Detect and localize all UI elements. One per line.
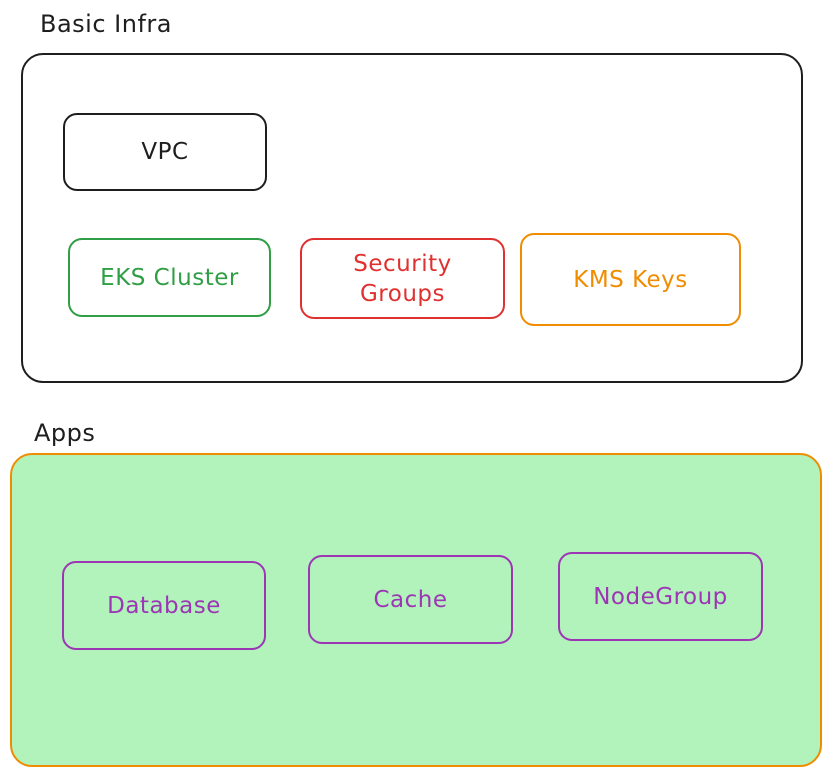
kms-keys-node[interactable]: KMS Keys (520, 233, 741, 326)
nodegroup-node[interactable]: NodeGroup (558, 552, 763, 641)
kms-keys-label: KMS Keys (573, 266, 688, 293)
cache-node[interactable]: Cache (308, 555, 513, 644)
security-groups-node[interactable]: Security Groups (300, 238, 505, 319)
cache-label: Cache (373, 586, 448, 613)
vpc-node[interactable]: VPC (63, 113, 267, 191)
vpc-label: VPC (141, 139, 189, 165)
apps-frame[interactable] (10, 453, 822, 767)
basic-infra-label: Basic Infra (40, 10, 172, 38)
nodegroup-label: NodeGroup (593, 583, 728, 610)
database-node[interactable]: Database (62, 561, 266, 650)
security-groups-label-line2: Groups (359, 280, 445, 307)
security-groups-label-line1: Security (353, 250, 452, 277)
eks-cluster-node[interactable]: EKS Cluster (68, 238, 271, 317)
apps-label: Apps (34, 419, 96, 447)
basic-infra-frame[interactable] (21, 53, 803, 383)
eks-cluster-label: EKS Cluster (100, 264, 239, 291)
database-label: Database (107, 592, 221, 619)
